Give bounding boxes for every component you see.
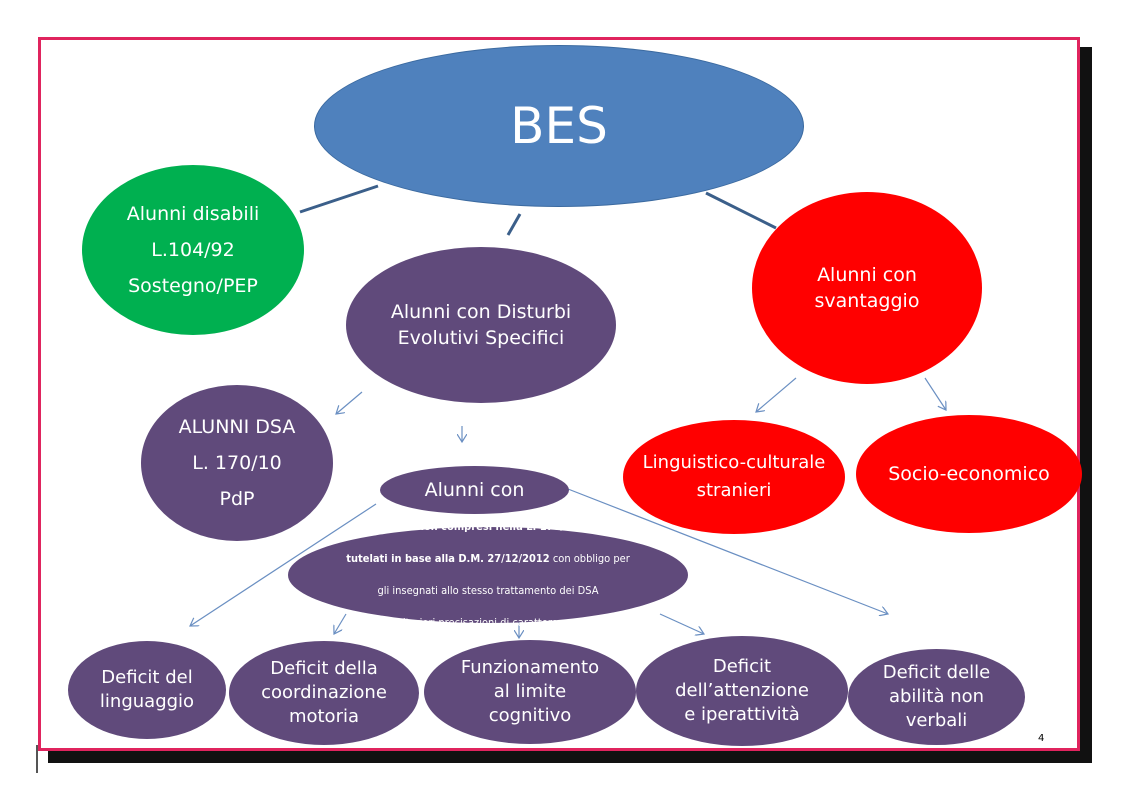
- disturbi-label: Alunni con Disturbi Evolutivi Specifici: [390, 301, 572, 349]
- note-node: Alunni non compresi nella L. 170/10 ma t…: [288, 520, 688, 629]
- arrow-to-socio: [924, 377, 946, 410]
- note-line1: Alunni non compresi nella L. 170/10 ma: [377, 520, 599, 533]
- bes-node: BES: [314, 45, 804, 207]
- note-line2-rest: con obbligo per: [549, 552, 630, 565]
- leaf-abilita: Deficit delle abilità non verbali: [848, 649, 1025, 745]
- note-line3: gli insegnati allo stesso trattamento de…: [377, 584, 599, 597]
- leaf-linguaggio: Deficit del linguaggio: [68, 641, 226, 739]
- alunni-con-node: Alunni con: [380, 466, 569, 514]
- arrow-to-coordinazione: [334, 613, 347, 634]
- line-bes-disabili: [299, 184, 379, 214]
- arrow-to-linguaggio: [190, 503, 377, 626]
- arrow-to-abilita: [567, 488, 888, 614]
- line-bes-svantaggio: [705, 191, 777, 230]
- line-bes-disturbi: [506, 213, 522, 236]
- linguistico-node: Linguistico-culturale stranieri: [623, 420, 845, 534]
- disturbi-node: Alunni con Disturbi Evolutivi Specifici: [346, 247, 616, 403]
- leaf-linguaggio-label: Deficit del linguaggio: [99, 667, 195, 712]
- note-line2-bold: tutelati in base alla D.M. 27/12/2012: [346, 552, 550, 565]
- leaf-funzionamento: Funzionamento al limite cognitivo: [424, 640, 636, 744]
- svantaggio-node: Alunni con svantaggio: [752, 192, 982, 384]
- dsa-label: ALUNNI DSA L. 170/10 PdP: [178, 416, 296, 510]
- note-text: Alunni non compresi nella L. 170/10 ma t…: [346, 503, 630, 647]
- leaf-attenzione: Deficit dell’attenzione e iperattività: [636, 636, 848, 746]
- leaf-coordinazione: Deficit della coordinazione motoria: [229, 641, 419, 745]
- note-line4: senza ulteriori precisazioni di caratter…: [364, 616, 612, 629]
- arrow-to-attenzione: [659, 613, 704, 634]
- leaf-attenzione-label: Deficit dell’attenzione e iperattività: [675, 656, 809, 725]
- leaf-funzionamento-label: Funzionamento al limite cognitivo: [460, 657, 600, 726]
- leaf-coordinazione-label: Deficit della coordinazione motoria: [261, 658, 387, 727]
- arrow-to-linguistico: [756, 377, 797, 412]
- dsa-node: ALUNNI DSA L. 170/10 PdP: [141, 385, 333, 541]
- alunni-con-label: Alunni con: [424, 479, 525, 501]
- socio-label: Socio-economico: [888, 463, 1050, 485]
- bes-title: BES: [510, 97, 608, 155]
- frame-tick: [36, 745, 38, 773]
- disabili-node: Alunni disabili L.104/92 Sostegno/PEP: [82, 165, 304, 335]
- disabili-label: Alunni disabili L.104/92 Sostegno/PEP: [126, 203, 260, 297]
- linguistico-label: Linguistico-culturale stranieri: [642, 452, 826, 501]
- page-number: 4: [1038, 733, 1045, 744]
- leaf-abilita-label: Deficit delle abilità non verbali: [882, 662, 991, 731]
- svantaggio-label: Alunni con svantaggio: [814, 264, 920, 312]
- arrow-to-dsa: [336, 391, 363, 414]
- socio-node: Socio-economico: [856, 415, 1082, 533]
